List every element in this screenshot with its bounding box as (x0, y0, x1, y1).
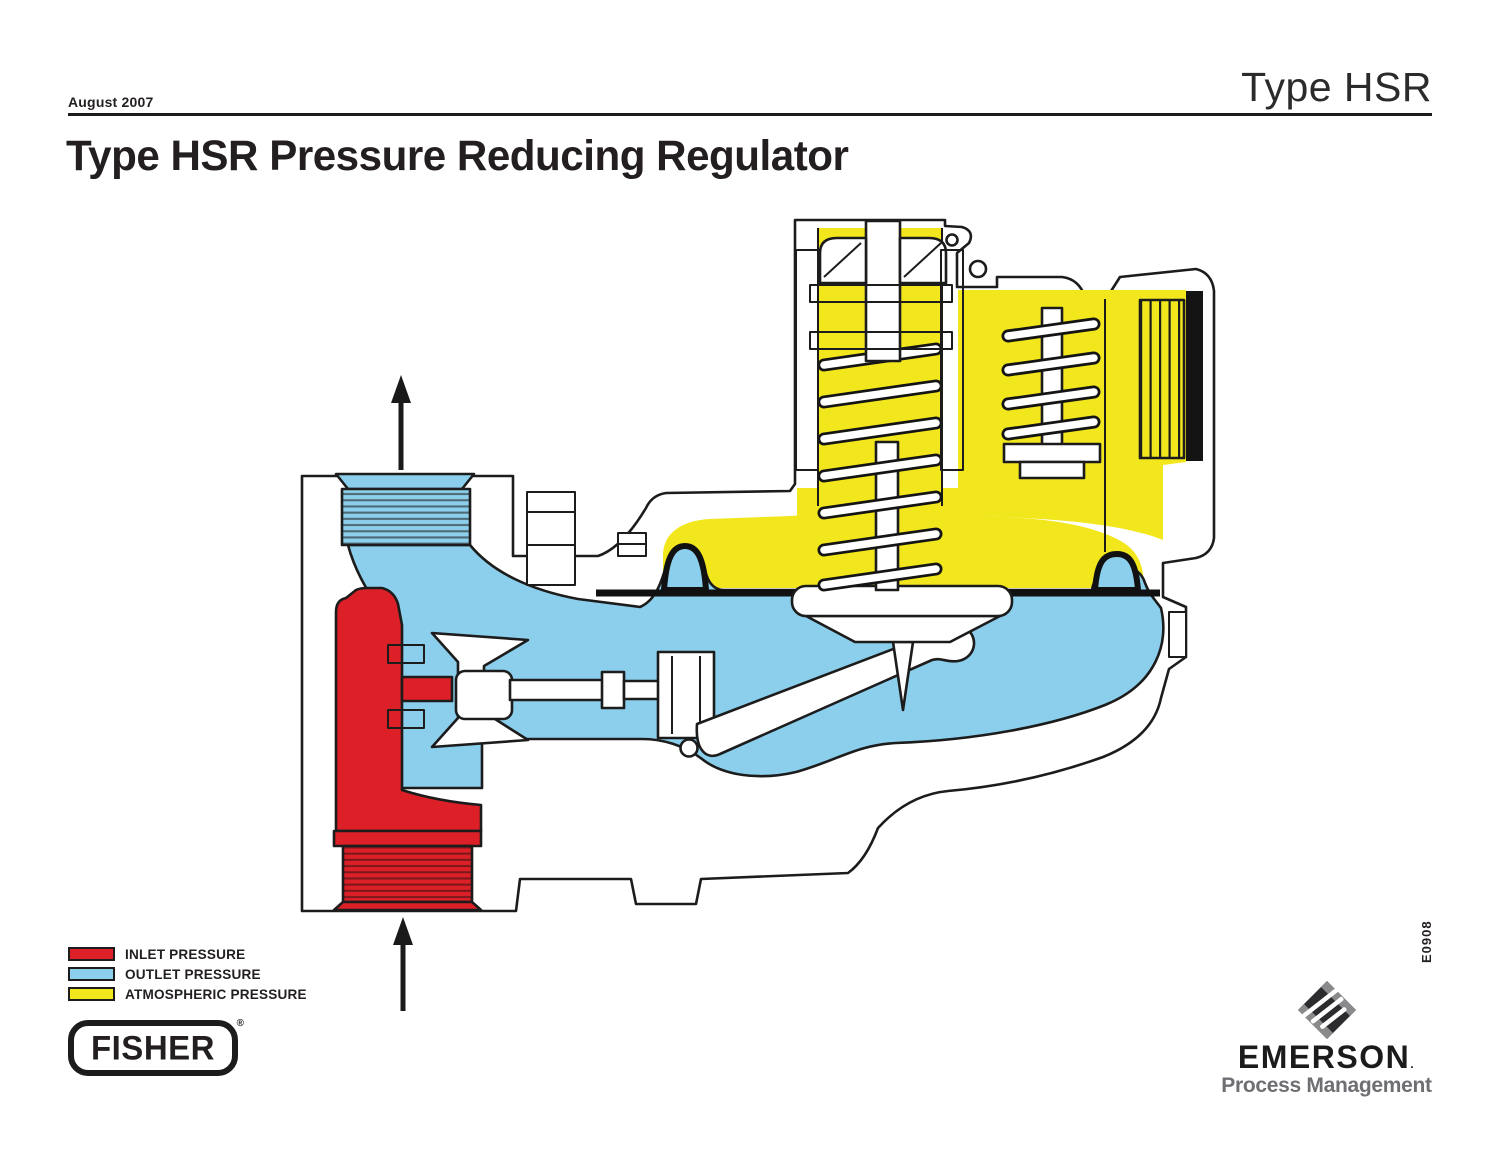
outlet-connection-threads (340, 487, 472, 547)
bolt-hole-large (968, 259, 988, 279)
atmospheric-swatch (68, 987, 115, 1001)
closing-cap (1104, 291, 1203, 552)
locknut (809, 284, 953, 303)
header-rule (68, 113, 1432, 116)
inlet-connection-threads (341, 844, 474, 904)
emerson-name-text: EMERSON (1237, 1039, 1411, 1075)
diaphragm-pusher-post (874, 440, 900, 592)
regulator-cutaway-diagram (300, 218, 1216, 1011)
legend-item-outlet: OUTLET PRESSURE (68, 964, 312, 984)
figure-code: E0908 (1419, 920, 1434, 963)
spring-case-threads-right (940, 249, 964, 471)
page-title: Type HSR Pressure Reducing Regulator (66, 132, 849, 180)
registered-trademark-symbol: ® (236, 1018, 244, 1029)
diaphragm-edge-left (660, 542, 710, 593)
upper-spring-seat (809, 331, 953, 350)
product-type-header: Type HSR (1241, 64, 1432, 110)
legend-item-inlet: INLET PRESSURE (68, 944, 312, 964)
emerson-trademark-dot: . (1410, 1057, 1416, 1071)
inlet-pressure-region (332, 586, 483, 912)
diaphragm-plate (790, 440, 1014, 712)
lever-pivot-pin (679, 738, 699, 758)
casting-details (526, 233, 1187, 658)
emerson-wordmark: EMERSON. (1219, 1041, 1434, 1073)
inlet-swatch (68, 947, 115, 961)
seat-ring-threads-upper (387, 644, 425, 664)
legend-item-atmospheric: ATMOSPHERIC PRESSURE (68, 984, 312, 1004)
closing-cap-end (1186, 291, 1203, 461)
legend-label: ATMOSPHERIC PRESSURE (125, 986, 307, 1002)
inlet-flow-arrow-icon (393, 917, 413, 1011)
pressure-legend: INLET PRESSURE OUTLET PRESSURE ATMOSPHER… (68, 944, 312, 1004)
relief-spring (1001, 306, 1102, 480)
emerson-diamond-icon (1297, 981, 1356, 1039)
fisher-wordmark: FISHER (90, 1028, 215, 1067)
emerson-logo: EMERSON. Process Management (1219, 981, 1434, 1098)
spring-case-threads-left (795, 249, 819, 471)
diaphragm-edge-right (1091, 550, 1142, 593)
emerson-tagline: Process Management (1221, 1074, 1432, 1097)
fisher-logo: FISHER ® (68, 1018, 244, 1076)
bolt-hole-small (945, 233, 959, 247)
valve-stem (508, 678, 606, 702)
main-spring (817, 342, 943, 592)
adjusting-screw (809, 219, 953, 363)
seat-ring-threads-lower (387, 709, 425, 729)
outlet-flow-arrow-icon (391, 375, 411, 470)
inlet-orifice (400, 675, 454, 703)
body-boss (526, 491, 576, 586)
legend-label: OUTLET PRESSURE (125, 966, 261, 982)
issue-date: August 2007 (68, 94, 154, 110)
flow-arrows (391, 375, 413, 1011)
legend-label: INLET PRESSURE (125, 946, 246, 962)
valve-disk (454, 669, 514, 721)
outlet-connection-mouth (334, 472, 476, 491)
outlet-swatch (68, 967, 115, 981)
closing-cap-threads (1138, 298, 1186, 460)
